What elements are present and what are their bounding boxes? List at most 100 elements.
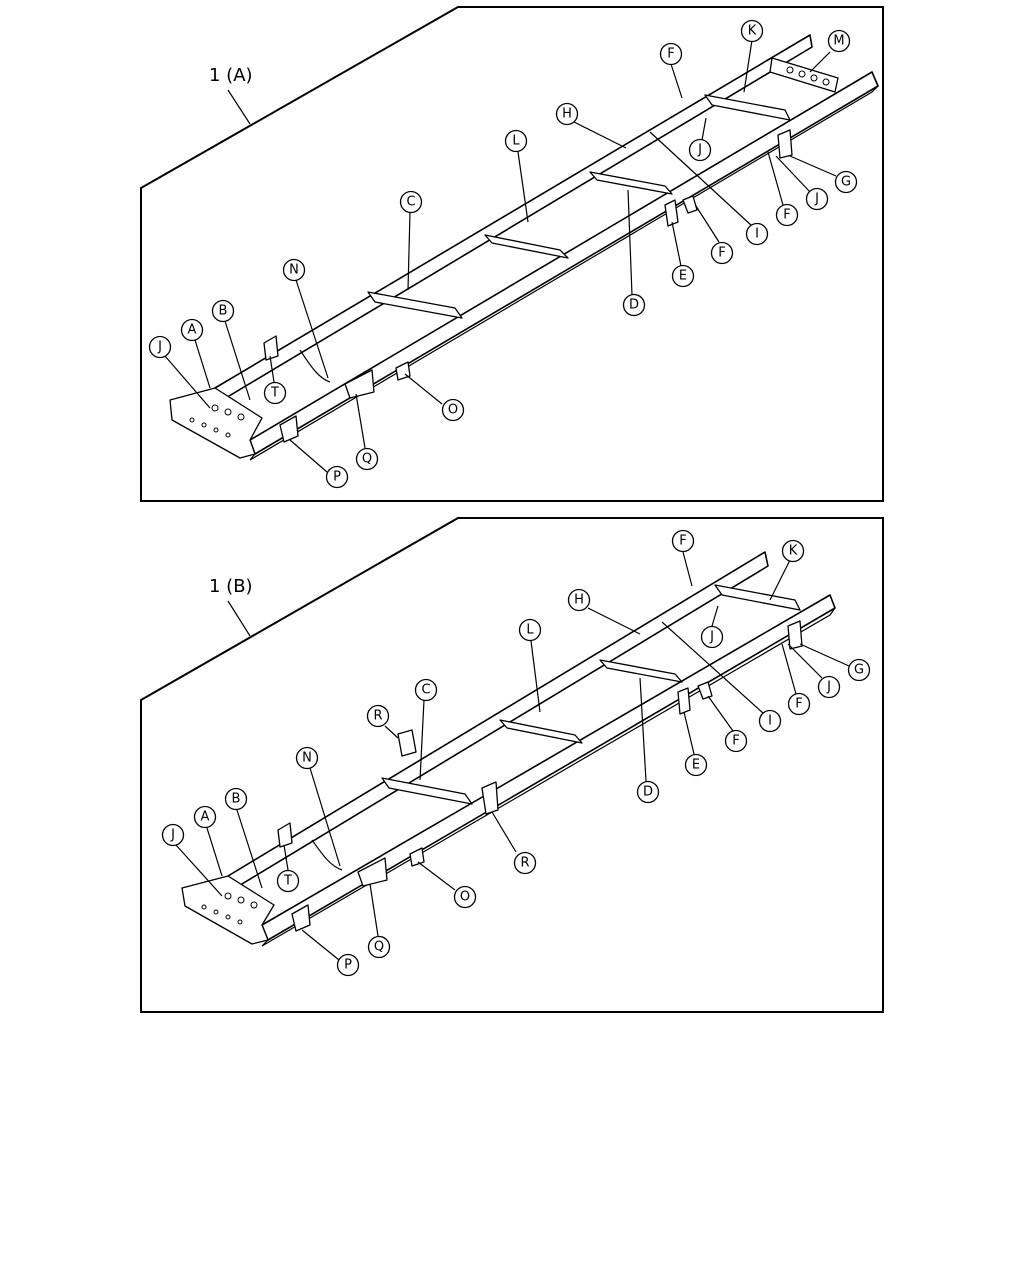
panel-1b: 1 (B) [140,517,884,1013]
svg-text:R: R [520,856,529,871]
bracket-f [682,195,698,214]
svg-text:Q: Q [374,940,384,955]
leader-t [283,844,289,871]
callout-g: G [834,170,858,194]
leader-f [707,695,734,732]
callout-q: Q [367,935,391,959]
svg-text:B: B [219,304,228,319]
leader-k [769,559,791,601]
bracket-t [263,335,279,361]
callout-k: K [740,19,764,43]
svg-text:J: J [157,340,162,355]
svg-text:K: K [748,24,757,39]
leader-a [194,339,211,389]
bracket-f [697,681,713,700]
leader-c [407,211,411,291]
leader-b [236,809,263,889]
callout-j: J [688,138,712,162]
callout-f: F [659,42,683,66]
rear-hole [786,66,794,74]
svg-text:C: C [406,195,415,210]
callout-r: R [513,851,537,875]
bracket-e [664,199,679,227]
callout-n: N [295,746,319,770]
rear-hole [822,78,830,86]
crossmember-l [499,719,583,744]
leader-j [701,117,707,141]
panel-1b-title: 1 (B) [209,576,253,597]
svg-text:P: P [333,470,341,485]
front-hole [201,422,207,428]
leader-i [661,621,765,715]
callout-c: C [399,190,423,214]
leader-f [767,151,784,206]
bracket-e [677,687,691,715]
svg-text:T: T [283,874,292,889]
leader-h [573,121,627,149]
callout-c: C [414,678,438,702]
svg-text:F: F [732,734,739,749]
svg-text:D: D [643,785,653,800]
front-crossmember [181,875,275,945]
rear-hole [798,70,806,78]
callout-e: E [671,264,695,288]
callout-l: L [518,618,542,642]
leader-b [224,320,251,401]
bracket-g [787,620,803,650]
bracket-r-upper [397,729,417,757]
svg-text:F: F [667,47,674,62]
svg-text:O: O [448,403,458,418]
svg-text:I: I [768,714,772,729]
svg-text:M: M [833,34,844,49]
callout-a: A [193,805,217,829]
svg-text:J: J [826,680,831,695]
leader-n [295,279,329,379]
front-hole [211,404,219,412]
crossmember-c [367,291,463,319]
front-hole [225,914,231,920]
svg-text:A: A [188,323,197,338]
leader-n [309,767,341,867]
rear-crossmember-k [714,584,801,611]
panel-1a-frame [140,6,884,502]
cable-n [311,839,343,871]
leader-l [530,640,541,713]
svg-text:L: L [526,623,534,638]
callout-j: J [805,187,829,211]
svg-text:D: D [629,298,639,313]
svg-text:J: J [697,143,702,158]
bracket-t [277,822,293,848]
panel-1b-title-leader [227,600,251,637]
svg-text:J: J [709,630,714,645]
leader-j [164,355,211,409]
svg-text:H: H [562,107,572,122]
leader-c [419,699,425,781]
callout-f: F [787,692,811,716]
panel-1a-title-leader [227,89,251,125]
leader-g [799,643,850,667]
callout-f: F [671,529,695,553]
front-hole [189,417,195,423]
leader-h [587,607,641,635]
leader-q [369,883,379,937]
bracket-o [409,847,425,867]
bracket-r-lower [481,781,499,815]
callout-o: O [441,398,465,422]
callout-f: F [710,241,734,265]
leader-o [417,861,456,891]
callout-d: D [622,293,646,317]
leader-f [670,63,683,99]
svg-text:R: R [373,709,382,724]
callout-j: J [817,675,841,699]
leader-a [206,827,223,877]
bracket-p [291,904,311,932]
leader-d [627,189,633,296]
callout-h: H [567,588,591,612]
callout-b: B [224,787,248,811]
front-hole [237,413,245,421]
svg-text:G: G [854,663,864,678]
near-rail-flange [261,607,836,947]
front-hole [201,904,207,910]
front-crossmember [169,387,263,459]
